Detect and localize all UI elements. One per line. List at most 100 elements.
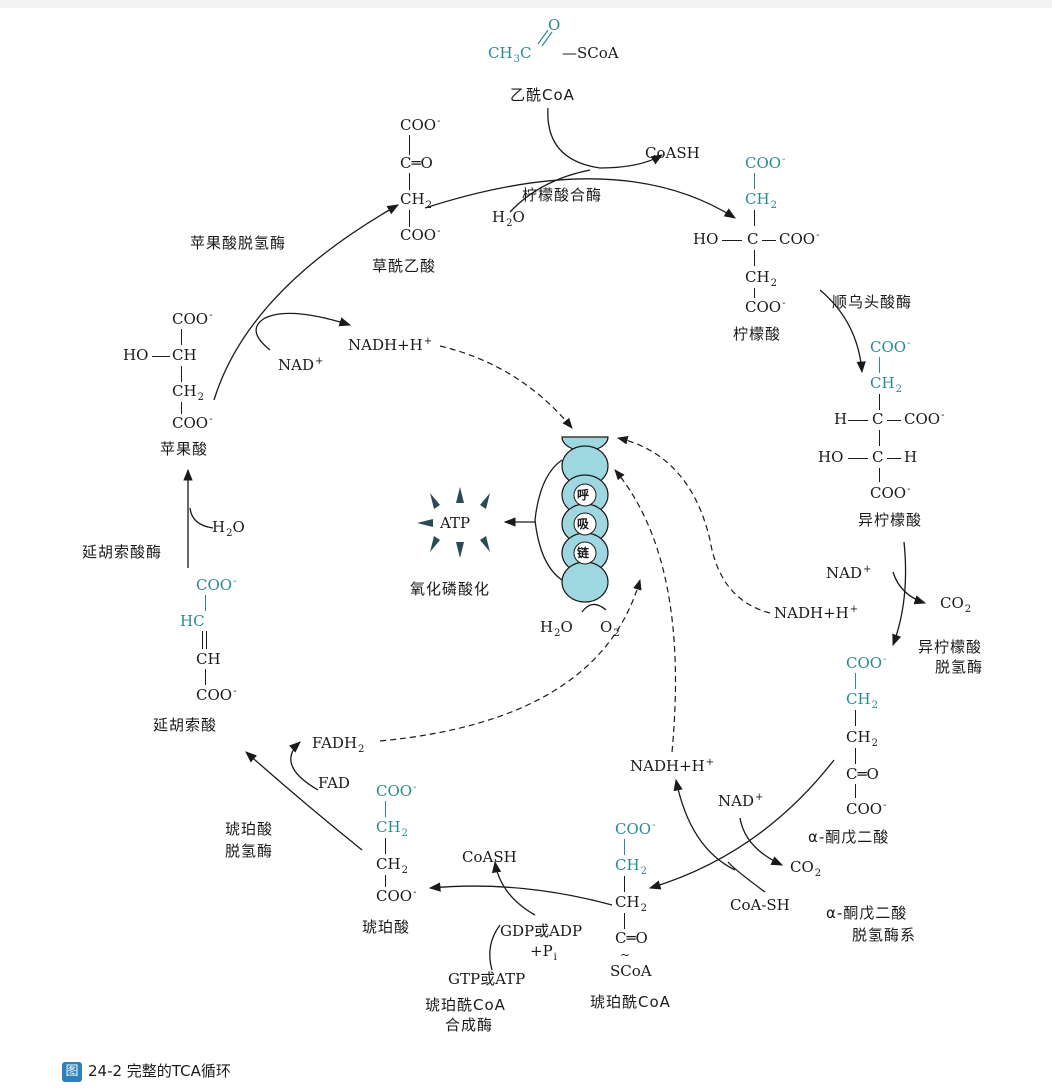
- cit-coo-right: COO-: [779, 230, 820, 248]
- fum-coo-top: COO-: [196, 576, 237, 594]
- citrate-name: 柠檬酸: [733, 325, 782, 343]
- enzyme-fumarase: 延胡索酸酶: [82, 543, 163, 561]
- chain-char-3: 链: [577, 546, 590, 560]
- cofactor-coash-scs: CoASH: [462, 848, 517, 866]
- isocitrate-name: 异柠檬酸: [858, 511, 923, 529]
- arrow-isocitrate-to-akg: [892, 541, 907, 647]
- cofactor-gdp-adp: GDP或ADP: [500, 922, 583, 940]
- oaa-coo-top: COO-: [400, 116, 441, 134]
- iso-c1: C: [872, 410, 884, 428]
- scoa-c-eq-o: C═O: [615, 929, 648, 947]
- iso-ch2: CH2: [870, 374, 902, 395]
- cofactor-fad: FAD: [318, 774, 350, 792]
- succ-ch2-1: CH2: [376, 818, 408, 839]
- oaa-name: 草酰乙酸: [372, 257, 437, 275]
- akg-coo-bot: COO-: [846, 800, 887, 818]
- cofactor-coash-top: CoASH: [645, 144, 700, 162]
- enzyme-scs-1: 琥珀酰CoA: [425, 996, 506, 1014]
- fumarase-h2o-curve: [189, 507, 214, 529]
- enzyme-mdh: 苹果酸脱氢酶: [190, 234, 287, 252]
- iso-h2: H: [904, 448, 918, 466]
- cofactor-nadh-mdh: NADH+H+: [348, 336, 433, 354]
- chain-to-atp-2: [534, 519, 563, 581]
- atp-label: ATP: [440, 514, 471, 532]
- cit-coo-bot: COO-: [745, 298, 786, 316]
- cofactor-gtp-atp: GTP或ATP: [448, 970, 526, 988]
- scoa-ch2-2: CH2: [615, 893, 647, 914]
- akg-c-eq-o: C═O: [846, 765, 879, 783]
- succ-coo-top: COO-: [376, 782, 417, 800]
- atp-burst-icon: [417, 487, 490, 558]
- arrow-succinate-to-fumarate: [245, 751, 363, 851]
- oxphos-label: 氧化磷酸化: [410, 580, 491, 598]
- acetyl-coa-entry: [547, 107, 664, 169]
- acetyl-scoa: —SCoA: [562, 44, 619, 62]
- acetyl-o: O: [548, 16, 561, 34]
- malate-name: 苹果酸: [160, 440, 209, 458]
- dash-fadh2: [379, 578, 642, 742]
- cofactor-nadh-akg: NADH+H+: [630, 757, 715, 775]
- cofactor-h2o-top: H2O: [492, 208, 525, 229]
- dash-nadh-akg: [614, 469, 677, 753]
- arrow-citrate-to-isocitrate: [819, 289, 866, 374]
- iso-coo-right: COO-: [904, 410, 945, 428]
- cofactor-co2-icdh: CO2: [940, 594, 972, 615]
- enzyme-icdh-1: 异柠檬酸: [918, 638, 983, 656]
- cit-ho: HO: [693, 230, 719, 248]
- cit-c: C: [747, 230, 759, 248]
- cofactor-nad-icdh: NAD+: [826, 564, 872, 582]
- arrow-malate-to-oaa: [213, 204, 400, 401]
- oaa-coo-bot: COO-: [400, 226, 441, 244]
- enzyme-akgdh-1: α-酮戊二酸: [826, 904, 908, 922]
- arrow-oaa-to-citrate: [424, 178, 736, 219]
- akg-nadh-curve: [673, 778, 736, 871]
- iso-h: H: [834, 410, 848, 428]
- mdh-nad-curve: [255, 312, 352, 351]
- iso-coo-bot: COO-: [870, 484, 911, 502]
- cit-ch2-bot: CH2: [745, 268, 777, 289]
- succinyl-coa-name: 琥珀酰CoA: [590, 993, 671, 1011]
- mal-coo-top: COO-: [172, 310, 213, 328]
- cofactor-nad-akg: NAD+: [718, 792, 764, 810]
- mal-ch: CH: [172, 346, 197, 364]
- cofactor-h2o-fum: H2O: [212, 518, 245, 539]
- chain-h2o: H2O: [540, 618, 573, 639]
- chain-to-atp-1: [534, 459, 563, 521]
- figure-caption-text: 24-2 完整的TCA循环: [88, 1062, 231, 1080]
- chain-char-1: 呼: [577, 488, 590, 502]
- enzyme-aconitase: 顺乌头酸酶: [832, 293, 913, 311]
- mal-ho: HO: [123, 346, 149, 364]
- cofactor-co2-akg: CO2: [790, 858, 822, 879]
- cit-ch2-top: CH2: [745, 190, 777, 211]
- scoa-tilde: ~: [620, 948, 631, 962]
- enzyme-icdh-2: 脱氢酶: [935, 658, 984, 676]
- akg-ch2-1: CH2: [846, 690, 878, 711]
- oaa-c-eq-o: C═O: [400, 154, 433, 172]
- dash-nadh-icdh: [616, 436, 771, 614]
- akg-name: α-酮戊二酸: [808, 828, 890, 846]
- arrow-akg-to-succcoa: [648, 759, 835, 890]
- h2o-entry: [509, 169, 591, 213]
- fum-ch: CH: [196, 650, 221, 668]
- akg-coo-top: COO-: [846, 654, 887, 672]
- cofactor-coa-sh: CoA-SH: [730, 896, 790, 914]
- oaa-ch2: CH2: [400, 190, 432, 211]
- scoa-ch2-1: CH2: [615, 856, 647, 877]
- fum-hc: HC: [180, 612, 205, 630]
- acetyl-formula: CH3C: [488, 44, 532, 65]
- iso-coo-top: COO-: [870, 338, 911, 356]
- enzyme-sdh-1: 琥珀酸: [225, 820, 274, 838]
- cofactor-pi: +Pi: [530, 942, 557, 963]
- chain-o2: O2: [600, 618, 620, 639]
- enzyme-scs-2: 合成酶: [445, 1016, 494, 1034]
- enzyme-sdh-2: 脱氢酶: [225, 842, 274, 860]
- enzyme-citrate-synthase: 柠檬酸合酶: [522, 186, 603, 204]
- scoa-scoa: SCoA: [610, 962, 652, 980]
- succ-coo-bot: COO-: [376, 887, 417, 905]
- fumarate-name: 延胡索酸: [153, 716, 218, 734]
- succinate-name: 琥珀酸: [362, 918, 411, 936]
- chain-char-2: 吸: [577, 517, 590, 531]
- mal-coo-bot: COO-: [172, 414, 213, 432]
